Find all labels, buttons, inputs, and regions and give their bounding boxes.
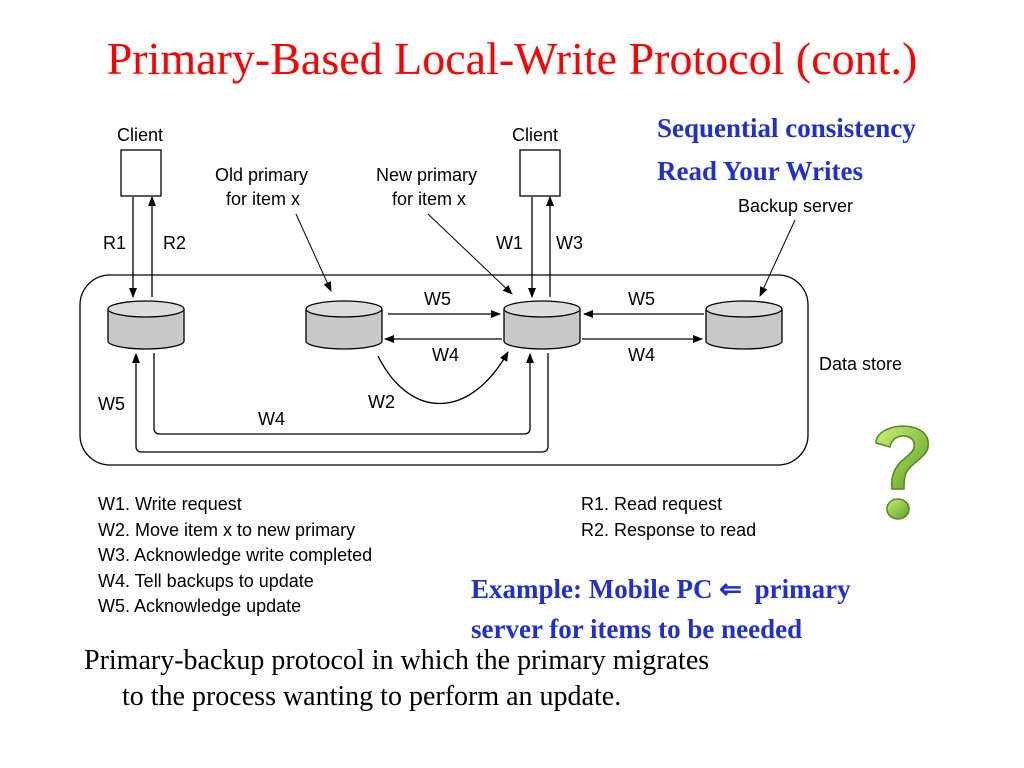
pointer-new-primary [427, 213, 513, 295]
example-line-2: server for items to be needed [471, 614, 803, 644]
left-double-arrow-icon: ⇐ [719, 574, 742, 604]
label-w4-right: W4 [628, 345, 655, 365]
label-w4-mid: W4 [432, 345, 459, 365]
slide-title: Primary-Based Local-Write Protocol (cont… [106, 33, 918, 84]
disk-new-primary [503, 300, 581, 350]
new-primary-label-1: New primary [376, 165, 477, 185]
new-primary-label-2: for item x [392, 189, 466, 209]
question-mark-icon [875, 425, 929, 520]
note-read-your-writes: Read Your Writes [657, 156, 864, 186]
disk-old-primary [305, 300, 383, 350]
arrow-w2 [377, 351, 509, 405]
legend-item: R2. Response to read [581, 519, 757, 540]
backup-server-label: Backup server [738, 196, 853, 216]
note-sequential-consistency: Sequential consistency [657, 113, 916, 143]
disk-backup-server [705, 300, 783, 350]
example-prefix: Example: Mobile PC [471, 574, 713, 604]
data-store-label: Data store [819, 354, 902, 374]
example-line-1: Example: Mobile PC ⇐ primary [471, 572, 851, 606]
label-w2: W2 [368, 392, 395, 412]
legend-read-steps: R1. Read request R2. Response to read [581, 492, 756, 543]
caption-line-1: Primary-backup protocol in which the pri… [84, 645, 710, 676]
label-w5-left: W5 [98, 394, 125, 414]
pointer-backup-server [759, 219, 796, 297]
legend-item: W2. Move item x to new primary [98, 519, 356, 540]
client-right-label: Client [512, 125, 558, 145]
legend-item: W1. Write request [98, 494, 242, 514]
caption-line-2: to the process wanting to perform an upd… [122, 681, 622, 712]
label-r1: R1 [103, 233, 126, 253]
label-w5-right: W5 [628, 289, 655, 309]
label-r2: R2 [163, 233, 186, 253]
label-w5-mid: W5 [424, 289, 451, 309]
old-primary-label-1: Old primary [215, 165, 308, 185]
example-suffix: primary [754, 574, 851, 604]
client-left-label: Client [117, 125, 163, 145]
label-w3: W3 [556, 233, 583, 253]
data-store-box [79, 274, 809, 466]
legend-write-steps: W1. Write request W2. Move item x to new… [98, 492, 372, 620]
arrow-w5-bottom [132, 353, 549, 453]
disk-left-server [107, 300, 185, 350]
legend-item: R1. Read request [581, 494, 723, 514]
legend-item: W3. Acknowledge write completed [98, 545, 373, 565]
label-w4-bottom: W4 [258, 409, 285, 429]
pointer-old-primary [295, 213, 332, 292]
arrow-w4-bottom [153, 353, 534, 435]
legend-item: W5. Acknowledge update [98, 596, 302, 616]
caption: Primary-backup protocol in which the pri… [84, 643, 984, 715]
old-primary-label-2: for item x [226, 189, 300, 209]
label-w1: W1 [496, 233, 523, 253]
legend-item: W4. Tell backups to update [98, 570, 314, 591]
client-box-right [519, 149, 561, 197]
client-box-left [120, 149, 162, 197]
